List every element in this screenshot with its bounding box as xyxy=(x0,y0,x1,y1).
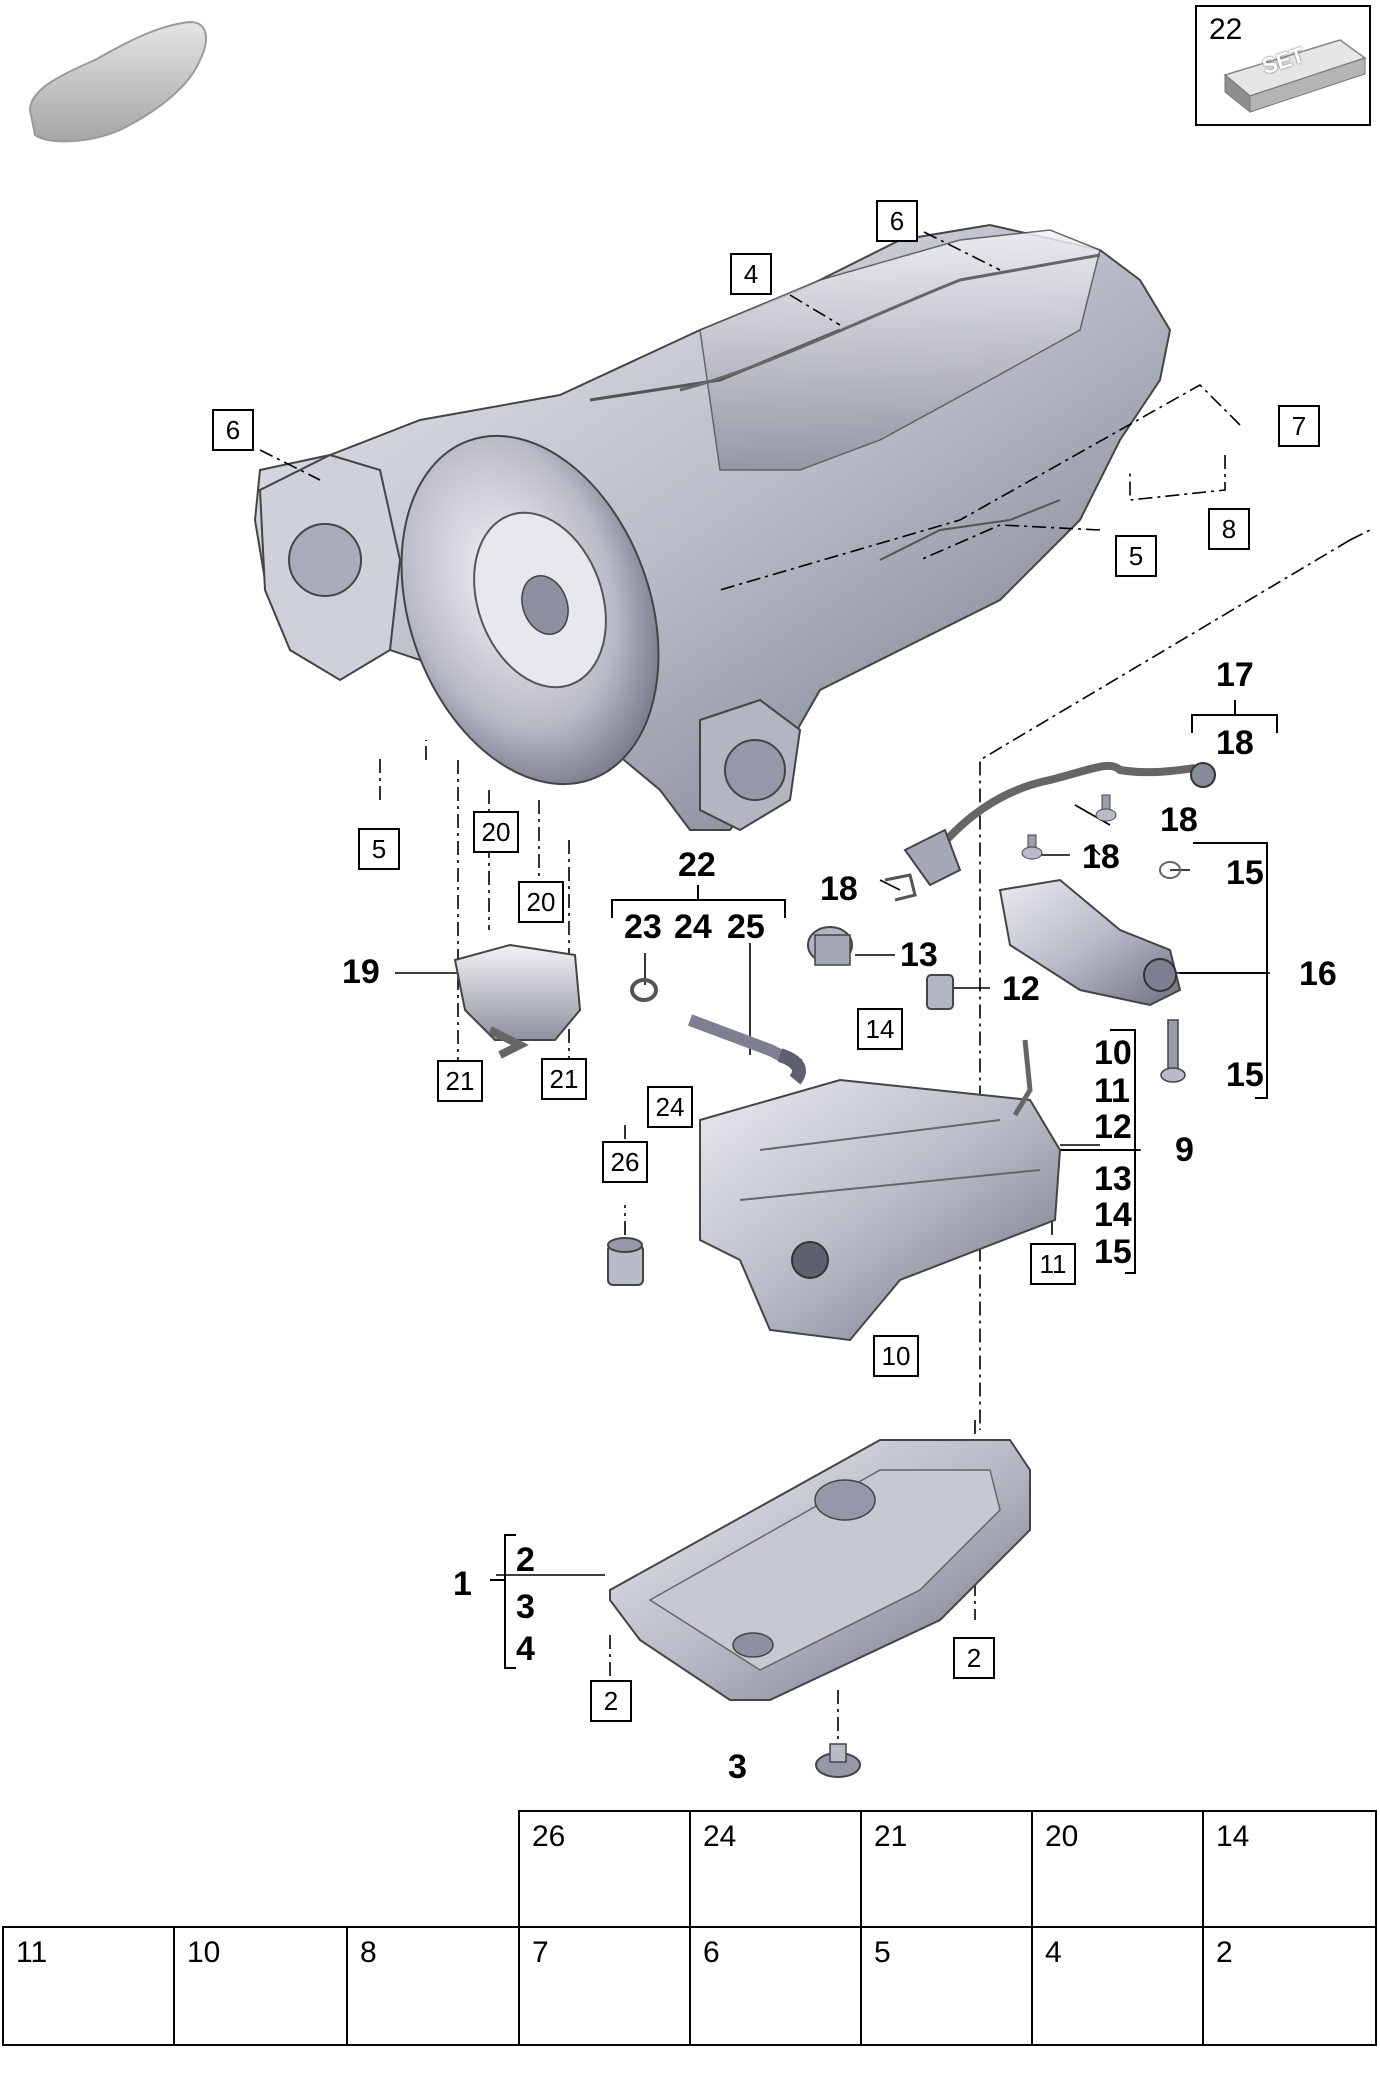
table-cell: 7 xyxy=(518,1926,691,2046)
table-cell: 6 xyxy=(689,1926,862,2046)
bell-housing-flange xyxy=(400,434,660,786)
table-cell-label: 24 xyxy=(703,1820,737,1853)
label-9[interactable]: 9 xyxy=(1175,1131,1194,1169)
set-kit-box: 22 xyxy=(1195,5,1371,126)
group9-15[interactable]: 15 xyxy=(1094,1233,1132,1271)
label-24[interactable]: 24 xyxy=(674,908,712,946)
table-cell-label: 2 xyxy=(1216,1936,1233,1969)
callout-21-b[interactable]: 21 xyxy=(541,1058,587,1100)
callout-4[interactable]: 4 xyxy=(730,253,772,295)
group1-3[interactable]: 3 xyxy=(516,1588,535,1626)
table-cell: 24 xyxy=(689,1810,862,1928)
table-cell-label: 5 xyxy=(874,1936,891,1969)
table-cell-label: 10 xyxy=(187,1936,221,1969)
label-12[interactable]: 12 xyxy=(1002,970,1040,1008)
sleeve-12 xyxy=(926,974,954,1010)
label-18-c[interactable]: 18 xyxy=(1082,838,1120,876)
table-cell: 5 xyxy=(860,1926,1033,2046)
label-19[interactable]: 19 xyxy=(342,953,380,991)
callout-20-b[interactable]: 20 xyxy=(518,881,564,923)
label-15-b[interactable]: 15 xyxy=(1226,1056,1264,1094)
label-13[interactable]: 13 xyxy=(900,936,938,974)
callout-10[interactable]: 10 xyxy=(873,1335,919,1377)
valve-body-mechatronic xyxy=(699,1039,1062,1342)
table-cell-label: 4 xyxy=(1045,1936,1062,1969)
solenoid-wiring-harness xyxy=(903,761,1216,887)
table-cell: 21 xyxy=(860,1810,1033,1928)
group9-14[interactable]: 14 xyxy=(1094,1196,1132,1234)
table-cell: 14 xyxy=(1202,1810,1377,1928)
label-15-a[interactable]: 15 xyxy=(1226,854,1264,892)
sleeve-13 xyxy=(807,926,853,966)
table-cell-label: 26 xyxy=(532,1820,566,1853)
callout-24[interactable]: 24 xyxy=(647,1086,693,1128)
callout-2-right[interactable]: 2 xyxy=(953,1637,995,1679)
set-kit-number: 22 xyxy=(1209,13,1243,46)
label-25[interactable]: 25 xyxy=(727,908,765,946)
bolt-15-bottom xyxy=(1160,1019,1186,1083)
table-cell: 8 xyxy=(346,1926,520,2046)
callout-5-left[interactable]: 5 xyxy=(358,828,400,870)
table-cell: 2 xyxy=(1202,1926,1377,2046)
table-cell-label: 7 xyxy=(532,1936,549,1969)
callout-7[interactable]: 7 xyxy=(1278,405,1320,447)
callout-5-right[interactable]: 5 xyxy=(1115,535,1157,577)
car-icon xyxy=(28,20,207,143)
group9-10[interactable]: 10 xyxy=(1094,1034,1132,1072)
callout-21-a[interactable]: 21 xyxy=(437,1060,483,1102)
table-cell: 10 xyxy=(173,1926,348,2046)
group1-4[interactable]: 4 xyxy=(516,1630,535,1668)
mechatronic-actuator xyxy=(998,878,1182,1007)
table-cell: 4 xyxy=(1031,1926,1204,2046)
drain-plug-3 xyxy=(815,1743,861,1778)
label-17[interactable]: 17 xyxy=(1216,656,1254,694)
label-1[interactable]: 1 xyxy=(453,1565,472,1603)
bolt-18-b xyxy=(1021,834,1043,860)
callout-6-top[interactable]: 6 xyxy=(876,200,918,242)
group9-12[interactable]: 12 xyxy=(1094,1108,1132,1146)
oring-23 xyxy=(630,978,658,1002)
group9-13[interactable]: 13 xyxy=(1094,1160,1132,1198)
clip-18 xyxy=(884,873,917,902)
table-cell-label: 8 xyxy=(360,1936,377,1969)
label-18-b[interactable]: 18 xyxy=(1160,801,1198,839)
table-cell-label: 21 xyxy=(874,1820,908,1853)
bracket-lines xyxy=(490,700,1278,1669)
label-3-drain[interactable]: 3 xyxy=(728,1748,747,1786)
oring-15-top xyxy=(1159,861,1181,879)
table-cell-label: 11 xyxy=(16,1936,48,1969)
table-cell: 26 xyxy=(518,1810,691,1928)
callout-20-a[interactable]: 20 xyxy=(473,811,519,853)
oil-pan xyxy=(609,1439,1031,1701)
plug-26 xyxy=(607,1237,644,1286)
callout-26[interactable]: 26 xyxy=(602,1141,648,1183)
callout-2-left[interactable]: 2 xyxy=(590,1680,632,1722)
heat-exchanger-19 xyxy=(453,943,582,1059)
front-differential-housing xyxy=(258,453,402,682)
label-23[interactable]: 23 xyxy=(624,908,662,946)
table-cell: 20 xyxy=(1031,1810,1204,1928)
table-cell: 11 xyxy=(2,1926,175,2046)
group1-2[interactable]: 2 xyxy=(516,1541,535,1579)
set-kit-icon xyxy=(1223,39,1367,114)
bolt-18-a xyxy=(1095,794,1117,822)
label-18-d[interactable]: 18 xyxy=(820,870,858,908)
table-cell-label: 14 xyxy=(1216,1820,1250,1853)
oil-pipe-24 xyxy=(687,1014,806,1085)
label-16[interactable]: 16 xyxy=(1299,955,1337,993)
label-22[interactable]: 22 xyxy=(678,846,716,884)
table-cell-label: 6 xyxy=(703,1936,720,1969)
callout-8[interactable]: 8 xyxy=(1208,508,1250,550)
table-cell-label: 20 xyxy=(1045,1820,1079,1853)
callout-14[interactable]: 14 xyxy=(857,1008,903,1050)
callout-11[interactable]: 11 xyxy=(1030,1243,1076,1285)
label-18-a[interactable]: 18 xyxy=(1216,724,1254,762)
callout-6-left[interactable]: 6 xyxy=(212,409,254,451)
group9-11[interactable]: 11 xyxy=(1094,1072,1130,1110)
